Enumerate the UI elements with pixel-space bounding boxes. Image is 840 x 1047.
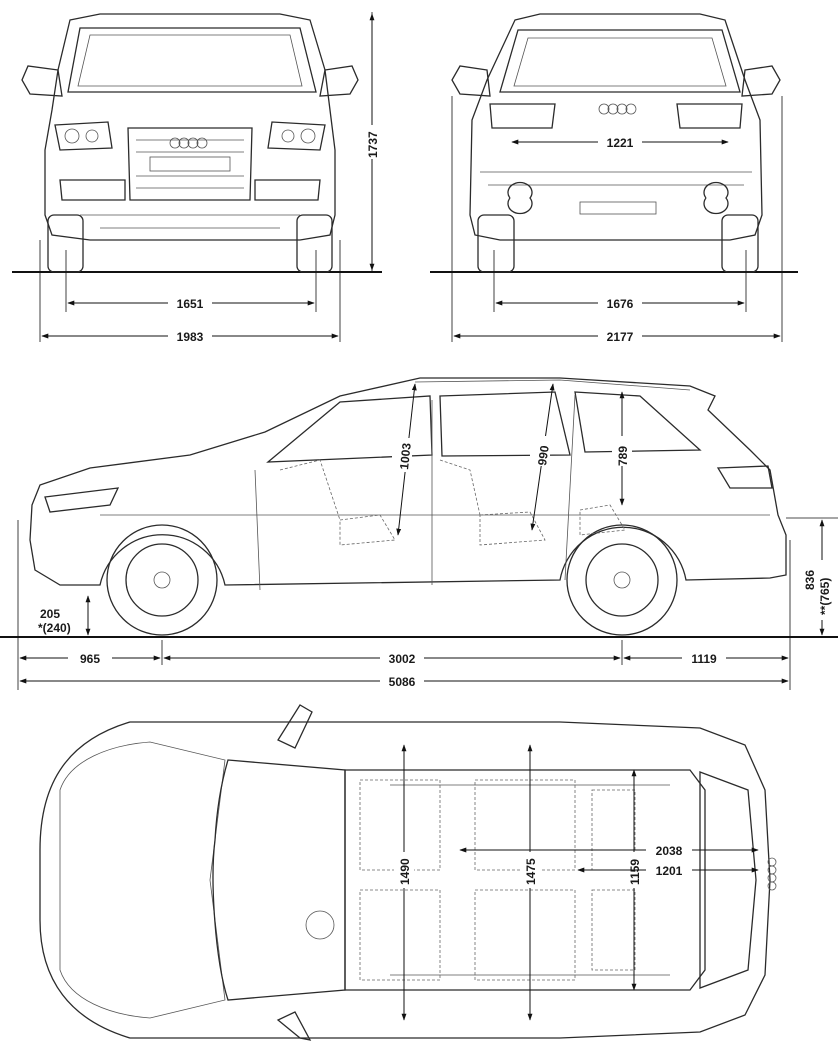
rear-overhang-label: 1119 (691, 652, 717, 666)
front-interior-width-label: 1490 (398, 858, 412, 885)
load-length-min-label: 1201 (656, 864, 683, 878)
ground-clearance-label: 205 (40, 607, 60, 621)
rear-track-width-label: 1676 (607, 297, 634, 311)
front-overhang-label: 965 (80, 652, 100, 666)
rear-width-mirrors-label: 2177 (607, 330, 634, 344)
front-track-width-label: 1651 (177, 297, 204, 311)
wheelbase-label: 3002 (389, 652, 416, 666)
loading-sill-height-alt-label: **(765) (818, 578, 832, 615)
front-view: 1737 1651 1983 (12, 12, 382, 344)
front-body-width-label: 1983 (177, 330, 204, 344)
front-headroom-label: 1003 (397, 442, 414, 470)
front-height-label: 1737 (366, 131, 380, 158)
ground-clearance-alt-label: *(240) (38, 621, 71, 635)
third-row-headroom-label: 789 (616, 446, 630, 466)
side-view: 1003 990 789 205 *(240) 836 **(765) 965 … (0, 377, 838, 690)
rear-loading-width-label: 1221 (607, 136, 634, 150)
second-row-headroom-label: 990 (535, 444, 552, 466)
top-view: 1490 1475 1159 2038 1201 (39, 704, 777, 1041)
second-row-interior-width-label: 1475 (524, 858, 538, 885)
load-length-max-label: 2038 (656, 844, 683, 858)
loading-sill-height-label: 836 (803, 570, 817, 590)
overall-length-label: 5086 (389, 675, 416, 689)
rear-view: 1221 1676 2177 (430, 13, 798, 344)
third-row-interior-width-label: 1159 (628, 859, 642, 885)
